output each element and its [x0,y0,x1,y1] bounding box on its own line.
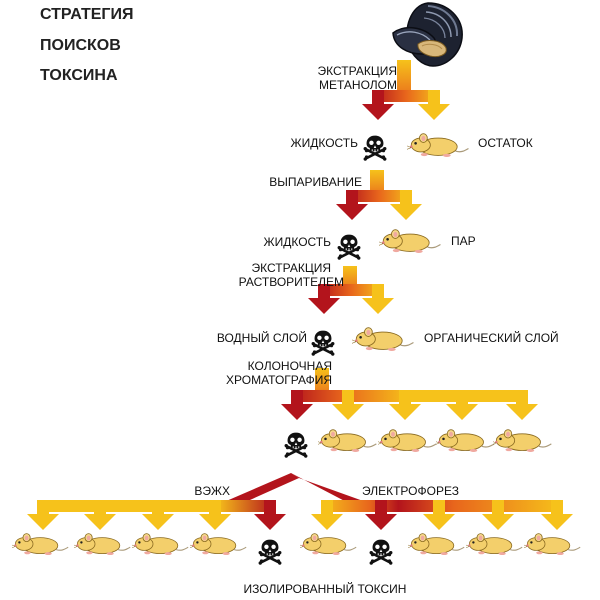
mouse-icon [378,429,437,453]
step-label-electrophoresis: ЭЛЕКТРОФОРЕЗ [362,484,459,498]
mouse-icon [407,133,470,158]
branch-hplc [27,500,286,530]
mouse-icon [466,533,523,556]
mouse-icon [436,429,495,453]
skull-crossbones-icon [283,430,309,460]
mouse-icon [12,533,69,556]
split-hplc-electrophoresis [224,473,366,508]
mouse-icon [524,533,581,556]
fraction-label-liquid-1: ЖИДКОСТЬ [291,136,359,150]
branch-electrophoresis [311,500,573,530]
mouse-icon [318,429,377,453]
fraction-label-vapor: ПАР [451,234,476,248]
split-methanol-extraction [362,60,450,120]
step-label-column-chromatography-1: КОЛОНОЧНАЯ [248,359,332,373]
mouse-icon [379,229,442,254]
fraction-label-liquid-2: ЖИДКОСТЬ [264,235,332,249]
mouse-icon [74,533,131,556]
mouse-icon [132,533,189,556]
step-label-hplc: ВЭЖХ [194,484,230,498]
step-label-extraction-methanol-2: МЕТАНОЛОМ [319,78,397,92]
diagram-title: СТРАТЕГИЯ ПОИСКОВ ТОКСИНА [40,6,133,84]
step-label-evaporation: ВЫПАРИВАНИЕ [269,175,362,189]
skull-crossbones-icon [257,537,283,567]
step-label-extraction-solvent-1: ЭКСТРАКЦИЯ [252,261,331,275]
split-evaporation [336,170,422,220]
mussel-icon [392,2,464,67]
result-label-isolated-toxin: ИЗОЛИРОВАННЫЙ ТОКСИН [244,581,407,596]
mouse-icon [190,533,247,556]
step-label-extraction-methanol-1: ЭКСТРАКЦИЯ [318,64,397,78]
fraction-label-organic-layer: ОРГАНИЧЕСКИЙ СЛОЙ [424,330,559,345]
step-label-extraction-solvent-2: РАСТВОРИТЕЛЕМ [239,275,344,289]
skull-crossbones-icon [368,537,394,567]
step-label-column-chromatography-2: ХРОМАТОГРАФИЯ [226,373,332,387]
skull-crossbones-icon [362,133,388,163]
mouse-icon [300,533,357,556]
mouse-icon [493,429,552,453]
fraction-label-residue: ОСТАТОК [478,136,533,150]
split-column-chromatography [281,368,538,420]
title-line-2: ПОИСКОВ [40,37,121,54]
title-line-1: СТРАТЕГИЯ [40,6,133,23]
skull-crossbones-icon [336,232,362,262]
mouse-icon [408,533,465,556]
split-solvent-extraction [308,266,394,314]
mouse-icon [352,327,415,352]
fraction-label-aqueous-layer: ВОДНЫЙ СЛОЙ [217,330,307,345]
skull-crossbones-icon [310,328,336,358]
title-line-3: ТОКСИНА [40,67,118,84]
